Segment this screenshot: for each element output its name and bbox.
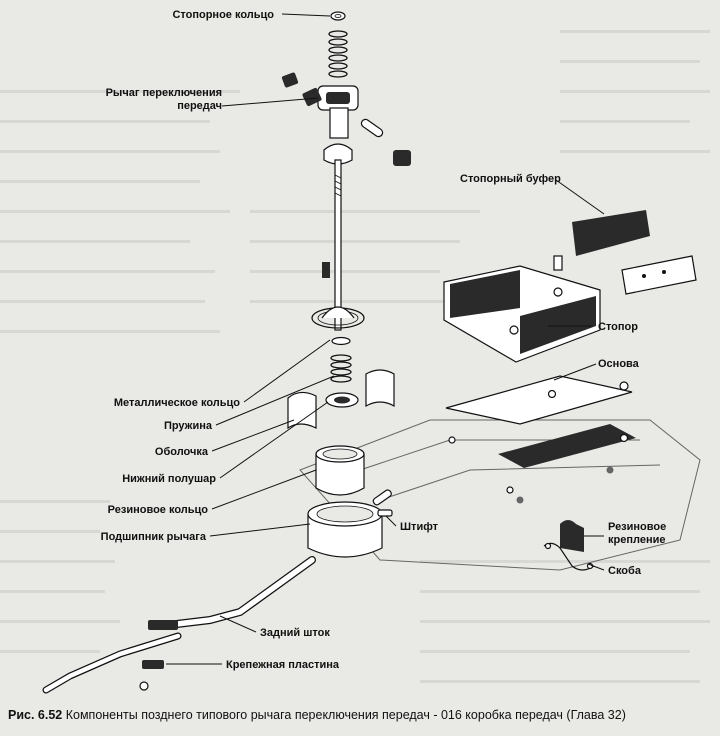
figure-number: Рис. 6.52 — [8, 708, 63, 722]
shift-lever-head-part — [281, 72, 411, 166]
label-stop: Стопор — [598, 321, 638, 333]
lower-spring-part — [330, 354, 352, 383]
shift-rod-part — [322, 159, 342, 331]
shell-halves-part — [287, 369, 395, 430]
label-base: Основа — [598, 358, 640, 370]
stop-ring-part — [330, 11, 346, 21]
base-plate-part — [445, 375, 636, 494]
background-page-texture — [0, 30, 710, 683]
label-lower-hemisphere: Нижний полушар — [122, 473, 216, 485]
label-mounting-plate: Крепежная пластина — [226, 659, 340, 671]
label-bracket: Скоба — [608, 565, 642, 577]
label-metal-ring: Металлическое кольцо — [114, 397, 240, 409]
rubber-mount-and-bracket-part — [543, 520, 595, 571]
metal-ring-part — [331, 336, 351, 346]
label-lock-buffer: Стопорный буфер — [460, 173, 561, 185]
lever-bearing-and-rear-rod-part — [148, 489, 392, 630]
lower-hemisphere-part — [325, 392, 359, 408]
rod-base-disc-part — [311, 306, 365, 329]
label-shell: Оболочка — [155, 446, 209, 458]
label-stop-ring: Стопорное кольцо — [172, 9, 274, 21]
rubber-ring-part — [315, 445, 365, 496]
label-rubber-mount-line1: Резиновое — [608, 521, 666, 533]
leader-lines — [166, 13, 605, 665]
label-rubber-ring: Резиновое кольцо — [108, 504, 209, 516]
label-shift-lever-line2: передач — [177, 100, 222, 112]
label-rubber-mount-line2: крепление — [608, 534, 665, 546]
figure-caption: Рис. 6.52 Компоненты позднего типового р… — [8, 708, 712, 722]
upper-spring-part — [328, 30, 348, 78]
pin-part — [377, 509, 393, 517]
figure-caption-text: Компоненты позднего типового рычага пере… — [65, 708, 626, 722]
label-spring: Пружина — [164, 420, 213, 432]
stop-assembly-part — [443, 265, 601, 363]
label-shift-lever-line1: Рычаг переключения — [106, 87, 222, 99]
label-rear-rod: Задний шток — [260, 627, 330, 639]
label-lever-bearing: Подшипник рычага — [101, 531, 207, 543]
label-pin: Штифт — [400, 521, 439, 533]
lock-buffer-part — [553, 210, 697, 295]
lower-rod-and-mounting-plate-part — [42, 632, 182, 694]
